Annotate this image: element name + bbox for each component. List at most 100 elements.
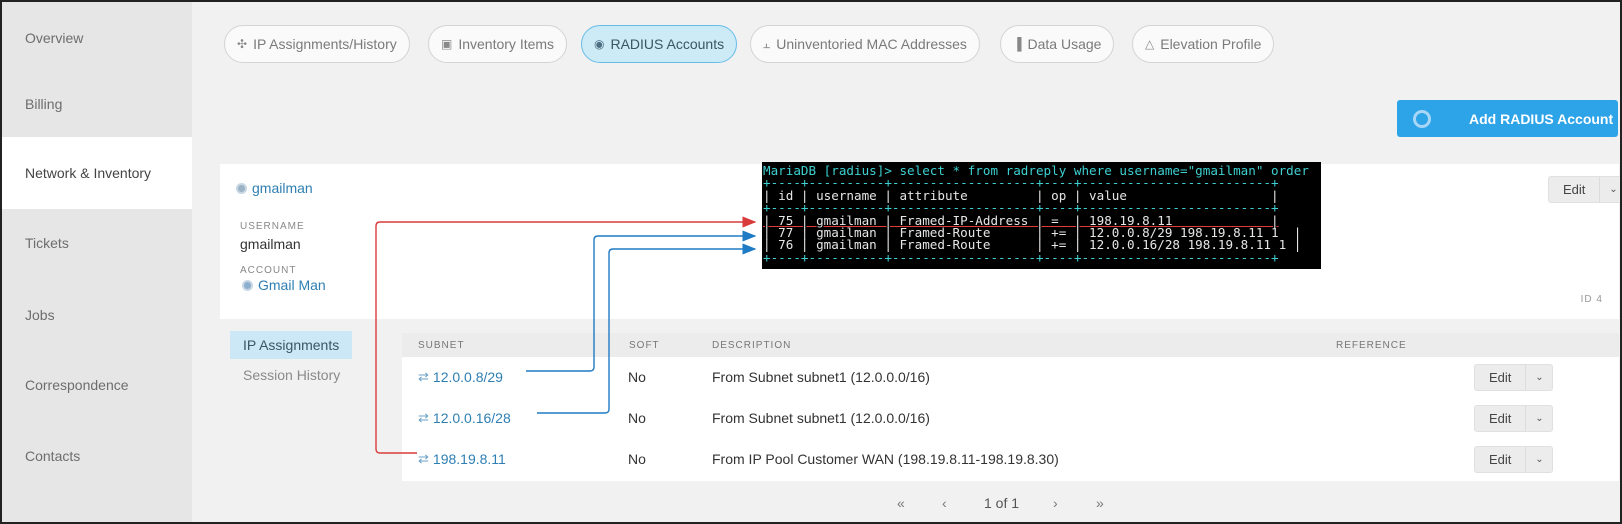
terminal-line: | 77 | gmailman | Framed-Route | += | 12… xyxy=(763,225,1302,241)
account-title-text: gmailman xyxy=(252,180,313,196)
sidebar-item-network-inventory[interactable]: Network & Inventory xyxy=(2,137,192,209)
terminal-screenshot: MariaDB [radius]> select * from radreply… xyxy=(762,162,1321,269)
subnet-link[interactable]: ⇄12.0.0.8/29 xyxy=(418,369,503,385)
account-id: ID 4 xyxy=(1580,294,1603,305)
tab-label: Elevation Profile xyxy=(1160,36,1262,52)
table-row: ⇄12.0.0.16/28 No From Subnet subnet1 (12… xyxy=(402,398,1619,439)
subnet-value: 12.0.0.16/28 xyxy=(432,410,511,426)
row-edit-button[interactable]: Edit xyxy=(1475,447,1525,472)
subtab-label: IP Assignments xyxy=(243,337,340,353)
table-row: ⇄12.0.0.8/29 No From Subnet subnet1 (12.… xyxy=(402,357,1619,398)
sidebar-item-overview[interactable]: Overview xyxy=(2,2,192,74)
tab-ip-assignments-history[interactable]: ✣ IP Assignments/History xyxy=(224,25,410,63)
subnet-value: 12.0.0.8/29 xyxy=(432,369,503,385)
subnet-link[interactable]: ⇄12.0.0.16/28 xyxy=(418,410,511,426)
terminal-line: | 76 | gmailman | Framed-Route | += | 12… xyxy=(763,237,1302,253)
subnet-icon: ⇄ xyxy=(418,410,429,425)
sidebar-item-tickets[interactable]: Tickets xyxy=(2,207,192,279)
account-label: ACCOUNT xyxy=(240,265,297,276)
subtab-ip-assignments[interactable]: IP Assignments xyxy=(230,331,353,359)
account-edit-button[interactable]: Edit xyxy=(1549,177,1599,202)
sidebar-item-contacts[interactable]: Contacts xyxy=(2,420,192,492)
description-value: From Subnet subnet1 (12.0.0.0/16) xyxy=(712,369,930,385)
tab-radius-accounts[interactable]: ◉ RADIUS Accounts xyxy=(581,25,738,63)
radius-icon xyxy=(1413,109,1431,128)
sidebar-item-jobs[interactable]: Jobs xyxy=(2,279,192,351)
pagination-last[interactable]: » xyxy=(1096,495,1104,511)
row-edit-split-button: Edit ⌄ xyxy=(1474,405,1554,432)
column-header-reference: REFERENCE xyxy=(1336,340,1407,351)
sidebar: Overview Billing Network & Inventory Tic… xyxy=(2,2,192,522)
edit-label: Edit xyxy=(1563,182,1586,197)
sidebar-item-label: Jobs xyxy=(25,307,55,323)
bar-chart-icon: ▐ xyxy=(1013,37,1022,51)
username-label: USERNAME xyxy=(240,221,305,232)
add-radius-account-button[interactable]: Add RADIUS Account xyxy=(1397,100,1618,137)
sidebar-item-label: Network & Inventory xyxy=(25,165,152,181)
account-name: Gmail Man xyxy=(258,277,326,293)
column-header-soft: SOFT xyxy=(629,340,660,351)
terminal-line: | 75 | gmailman | Framed-IP-Address | = … xyxy=(763,212,1279,228)
account-title[interactable]: gmailman xyxy=(236,180,313,196)
table-header: SUBNET SOFT DESCRIPTION REFERENCE xyxy=(402,333,1619,357)
sidebar-item-label: Overview xyxy=(25,30,84,46)
chevron-down-icon[interactable]: ⌄ xyxy=(1525,365,1552,390)
device-icon: ⫠ xyxy=(763,36,771,51)
sidebar-item-label: Billing xyxy=(25,96,63,112)
description-value: From Subnet subnet1 (12.0.0.0/16) xyxy=(712,410,930,426)
account-link[interactable]: Gmail Man xyxy=(242,277,326,293)
tab-uninventoried-mac[interactable]: ⫠ Uninventoried MAC Addresses xyxy=(750,25,980,63)
table-row: ⇄198.19.8.11 No From IP Pool Customer WA… xyxy=(402,439,1619,480)
account-icon xyxy=(242,279,253,291)
sidebar-item-correspondence[interactable]: Correspondence xyxy=(2,349,192,421)
tab-label: Uninventoried MAC Addresses xyxy=(776,36,967,52)
tab-data-usage[interactable]: ▐ Data Usage xyxy=(1000,25,1115,63)
network-icon: ✣ xyxy=(237,37,248,51)
tab-inventory-items[interactable]: ▣ Inventory Items xyxy=(428,25,568,63)
terminal-line: +----+----------+-------------------+---… xyxy=(763,249,1279,265)
tab-label: IP Assignments/History xyxy=(253,36,397,52)
column-header-subnet: SUBNET xyxy=(418,340,465,351)
edit-label: Edit xyxy=(1489,411,1512,426)
sidebar-item-label: Correspondence xyxy=(25,377,129,393)
subnet-link[interactable]: ⇄198.19.8.11 xyxy=(418,451,506,467)
pagination-next[interactable]: › xyxy=(1053,495,1058,511)
box-icon: ▣ xyxy=(441,37,453,51)
tab-elevation-profile[interactable]: △ Elevation Profile xyxy=(1132,25,1275,63)
sidebar-item-label: Tickets xyxy=(25,235,69,251)
row-edit-button[interactable]: Edit xyxy=(1475,365,1525,390)
chevron-down-icon[interactable]: ⌄ xyxy=(1599,177,1622,202)
soft-value: No xyxy=(628,410,646,426)
subnet-icon: ⇄ xyxy=(418,369,429,384)
column-header-description: DESCRIPTION xyxy=(712,340,792,351)
chevron-down-icon[interactable]: ⌄ xyxy=(1525,447,1552,472)
row-edit-split-button: Edit ⌄ xyxy=(1474,446,1554,473)
sidebar-item-billing[interactable]: Billing xyxy=(2,68,192,140)
account-edit-split-button: Edit ⌄ xyxy=(1548,176,1622,203)
subtab-session-history[interactable]: Session History xyxy=(230,361,353,389)
radius-icon: ◉ xyxy=(594,37,605,51)
tab-label: RADIUS Accounts xyxy=(610,36,725,52)
tab-label: Inventory Items xyxy=(458,36,555,52)
row-edit-button[interactable]: Edit xyxy=(1475,406,1525,431)
subnet-icon: ⇄ xyxy=(418,451,429,466)
terminal-line: | id | username | attribute | op | value… xyxy=(763,187,1279,203)
ip-assignments-table: SUBNET SOFT DESCRIPTION REFERENCE ⇄12.0.… xyxy=(402,333,1619,481)
pagination-page-text: 1 of 1 xyxy=(984,495,1020,511)
add-button-label: Add RADIUS Account xyxy=(1469,110,1614,127)
description-value: From IP Pool Customer WAN (198.19.8.11-1… xyxy=(712,451,1059,467)
edit-label: Edit xyxy=(1489,370,1512,385)
sidebar-item-label: Contacts xyxy=(25,448,81,464)
subnet-value: 198.19.8.11 xyxy=(432,451,506,467)
soft-value: No xyxy=(628,369,646,385)
terminal-line: MariaDB [radius]> select * from radreply… xyxy=(763,163,1309,178)
tab-label: Data Usage xyxy=(1027,36,1102,52)
soft-value: No xyxy=(628,451,646,467)
pagination-prev[interactable]: ‹ xyxy=(942,495,947,511)
chevron-down-icon[interactable]: ⌄ xyxy=(1525,406,1552,431)
mountain-icon: △ xyxy=(1145,37,1155,51)
pagination-first[interactable]: « xyxy=(897,495,905,511)
subtab-label: Session History xyxy=(243,367,341,383)
terminal-line: +----+----------+-------------------+---… xyxy=(763,200,1279,216)
row-edit-split-button: Edit ⌄ xyxy=(1474,364,1554,391)
